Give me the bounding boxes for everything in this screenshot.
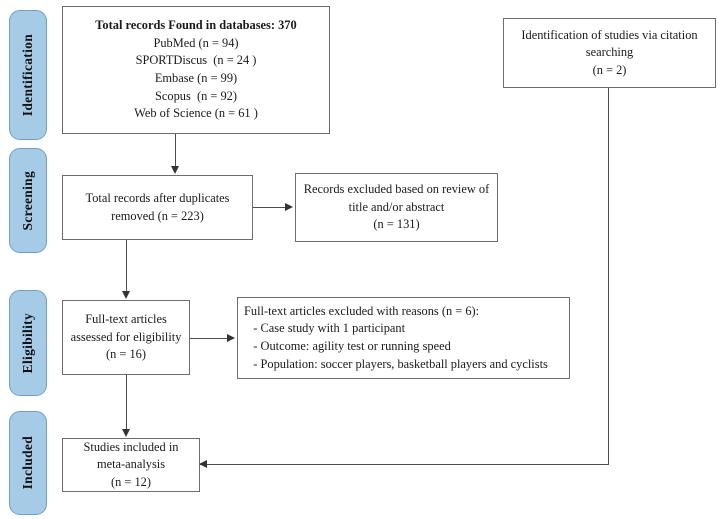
box-citation-searching: Identification of studies via citation s… [503, 18, 716, 88]
arrowhead-identification-to-screening [171, 166, 179, 174]
fulltext-excluded-line-1: Full-text articles excluded with reasons… [244, 303, 480, 318]
citation-searching-line-1: Identification of studies via citation [521, 27, 698, 42]
citation-searching-line-2: searching [585, 45, 634, 60]
arrowhead-eligibility-to-excluded [227, 334, 235, 342]
connector-eligibility-to-excluded [190, 338, 228, 340]
fulltext-excluded-line-3: - Outcome: agility test or running speed [244, 339, 451, 353]
records-found-line-4: Embase (n = 99) [154, 71, 238, 85]
records-excluded-line-3: (n = 131) [373, 217, 420, 232]
stage-pill-eligibility: Eligibility [9, 290, 47, 396]
box-after-duplicates: Total records after duplicates removed (… [62, 175, 253, 240]
records-found-line-6: Web of Science (n = 61 ) [134, 106, 258, 121]
stage-pill-identification: Identification [9, 10, 47, 140]
fulltext-excluded-line-2: - Case study with 1 participant [244, 321, 406, 336]
box-fulltext-excluded: Full-text articles excluded with reasons… [237, 297, 570, 379]
arrowhead-eligibility-to-included [122, 429, 130, 437]
stage-label-eligibility: Eligibility [20, 312, 36, 374]
assessed-eligibility-line-3: (n = 16) [105, 347, 147, 362]
arrowhead-screening-to-excluded [285, 203, 293, 211]
stage-label-included: Included [20, 436, 36, 490]
connector-eligibility-to-included [126, 375, 128, 430]
records-found-line-2: PubMed (n = 94) [153, 35, 239, 50]
records-excluded-line-2: title and/or abstract [348, 199, 445, 214]
citation-searching-line-3: (n = 2) [592, 62, 627, 77]
box-studies-included: Studies included in meta-analysis (n = 1… [62, 438, 200, 492]
stage-label-screening: Screening [20, 170, 36, 231]
after-duplicates-line-1: Total records after duplicates [85, 190, 230, 205]
stage-label-identification: Identification [20, 33, 36, 117]
stage-pill-included: Included [9, 411, 47, 515]
connector-citation-horizontal [200, 464, 609, 466]
arrowhead-screening-to-eligibility [122, 291, 130, 299]
stage-pill-screening: Screening [9, 148, 47, 253]
assessed-eligibility-line-1: Full-text articles [85, 312, 167, 327]
connector-screening-to-excluded [253, 207, 286, 209]
after-duplicates-line-2: removed (n = 223) [111, 208, 204, 223]
fulltext-excluded-line-4: - Population: soccer players, basketball… [244, 356, 548, 371]
records-found-line-3: SPORTDiscus (n = 24 ) [135, 53, 257, 68]
records-excluded-line-1: Records excluded based on review of [303, 182, 490, 197]
box-assessed-eligibility: Full-text articles assessed for eligibil… [62, 300, 190, 375]
studies-included-line-3: (n = 12) [110, 474, 152, 489]
connector-screening-to-eligibility [126, 240, 128, 292]
assessed-eligibility-line-2: assessed for eligibility [70, 329, 182, 344]
box-records-found: Total records Found in databases: 370 Pu… [62, 6, 330, 134]
connector-citation-vertical [608, 88, 610, 465]
box-records-excluded: Records excluded based on review of titl… [295, 173, 498, 242]
studies-included-line-2: meta-analysis [96, 457, 166, 472]
connector-identification-to-screening [175, 134, 177, 167]
records-found-line-5: Scopus (n = 92) [154, 88, 237, 103]
records-found-line-1: Total records Found in databases: 370 [95, 18, 297, 33]
arrowhead-citation-to-included [199, 460, 207, 468]
studies-included-line-1: Studies included in [83, 439, 179, 454]
